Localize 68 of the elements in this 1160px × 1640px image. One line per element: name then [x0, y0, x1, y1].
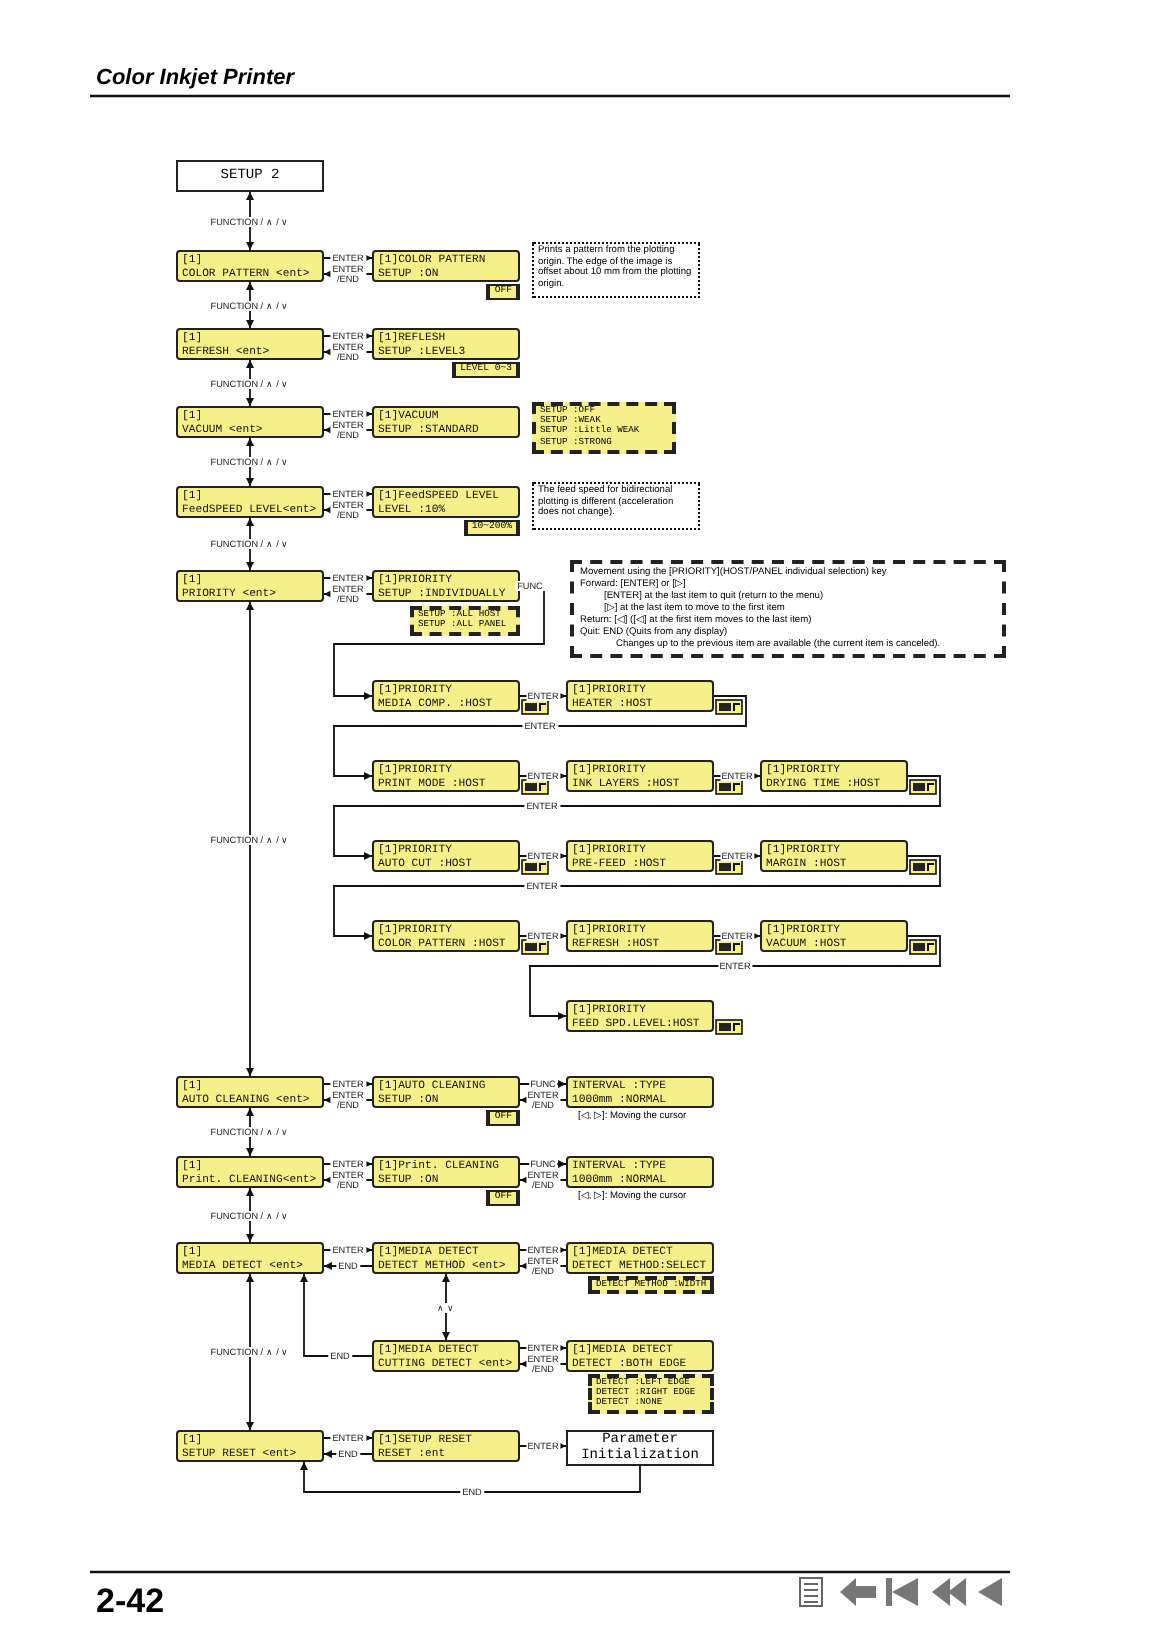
arrow — [246, 191, 254, 251]
arrow — [519, 1360, 567, 1368]
arrow — [519, 1176, 567, 1184]
lcd-screen — [372, 760, 520, 792]
lcd-screen — [566, 1156, 714, 1188]
options-box — [532, 402, 676, 454]
lcd-screen — [372, 920, 520, 952]
lcd-screen — [176, 1076, 324, 1108]
arrow — [323, 348, 373, 356]
lcd-screen — [372, 1242, 520, 1274]
arrow — [323, 1096, 373, 1104]
lcd-screen — [566, 1000, 714, 1032]
lcd-screen — [176, 1242, 324, 1274]
arrow — [529, 935, 941, 1020]
lcd-screen — [760, 760, 908, 792]
arrow — [333, 775, 941, 860]
lcd-screen — [372, 486, 520, 518]
arrow — [323, 426, 373, 434]
lcd-screen — [566, 920, 714, 952]
lcd-screen — [566, 680, 714, 712]
lcd-screen — [176, 250, 324, 282]
arrow — [519, 1096, 567, 1104]
options-box — [410, 606, 520, 636]
lcd-screen — [176, 486, 324, 518]
lcd-screen — [372, 680, 520, 712]
lcd-screen — [566, 840, 714, 872]
running-header: Color Inkjet Printer — [96, 66, 295, 90]
note-box — [532, 242, 700, 298]
menu-box — [566, 1430, 714, 1466]
lcd-screen — [372, 1430, 520, 1462]
lcd-screen — [566, 1242, 714, 1274]
lcd-screen — [566, 1340, 714, 1372]
lcd-screen — [176, 406, 324, 438]
arrow — [442, 1273, 450, 1341]
lcd-screen — [372, 570, 520, 602]
lcd-screen — [372, 250, 520, 282]
arrow — [323, 270, 373, 278]
arrow — [519, 1262, 567, 1270]
arrow — [333, 585, 545, 700]
lcd-screen — [760, 920, 908, 952]
menu-box — [176, 160, 324, 192]
lcd-screen — [372, 840, 520, 872]
lcd-screen — [176, 1430, 324, 1462]
lcd-screen — [760, 840, 908, 872]
lcd-screen — [566, 760, 714, 792]
lcd-screen — [566, 1076, 714, 1108]
arrow — [333, 695, 747, 780]
arrow — [246, 1273, 254, 1431]
lcd-screen — [372, 1156, 520, 1188]
options-box — [588, 1276, 714, 1294]
arrow — [323, 1176, 373, 1184]
arrow — [333, 855, 941, 940]
arrow — [300, 1461, 641, 1493]
lcd-screen — [372, 328, 520, 360]
lcd-screen — [372, 1076, 520, 1108]
lcd-screen — [372, 1340, 520, 1372]
page-number: 2-42 — [96, 1582, 165, 1622]
lcd-screen — [176, 1156, 324, 1188]
arrow — [300, 1273, 373, 1357]
lcd-screen — [176, 570, 324, 602]
lcd-screen — [372, 406, 520, 438]
lcd-screen — [176, 328, 324, 360]
arrow — [246, 601, 254, 1077]
note-box — [570, 560, 1006, 658]
options-box — [588, 1374, 714, 1414]
arrow — [323, 506, 373, 514]
note-box — [532, 482, 700, 530]
arrow — [323, 590, 373, 598]
